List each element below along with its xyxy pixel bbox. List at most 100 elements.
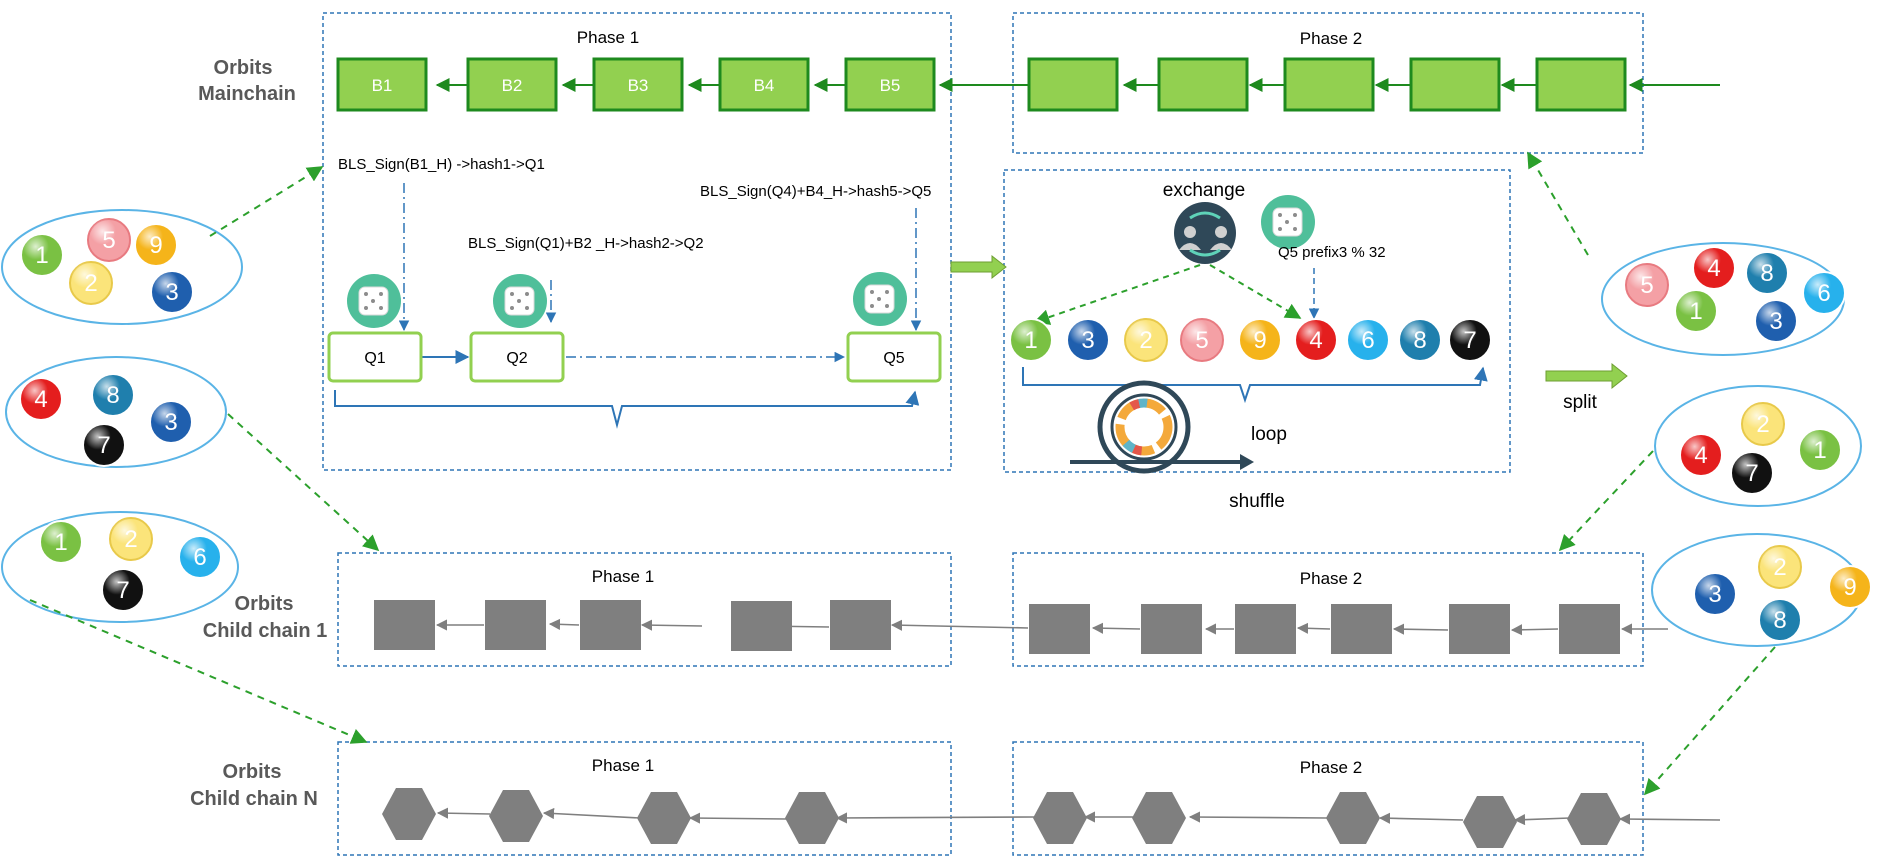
validator-number: 3 [1081, 327, 1094, 354]
main-phase1-title: Phase 1 [577, 28, 639, 47]
child1-label-line2: Child chain 1 [203, 620, 327, 642]
child1-phase1-title: Phase 1 [592, 567, 654, 586]
validator-ball: 8 [1398, 318, 1442, 362]
childN-block [1132, 792, 1186, 844]
validator-ball: 6 [178, 535, 222, 579]
prefix-label: Q5 prefix3 % 32 [1278, 244, 1386, 261]
validator-ball: 8 [1758, 598, 1802, 642]
validator-ball: 1 [1674, 289, 1718, 333]
dice-icon [347, 274, 401, 328]
validator-number: 8 [1413, 327, 1426, 354]
validator-ball: 9 [1828, 565, 1872, 609]
block-p2-4 [1409, 57, 1501, 112]
validator-number: 7 [1463, 327, 1476, 354]
validator-number: 2 [124, 526, 137, 553]
validator-ball: 3 [149, 400, 193, 444]
validator-ball: 1 [39, 520, 83, 564]
circular-loop-icon [1070, 380, 1254, 474]
validator-ball: 5 [1625, 263, 1669, 307]
block-b2 [466, 57, 558, 112]
validator-number: 4 [1694, 442, 1707, 469]
main-phase2-title: Phase 2 [1300, 29, 1362, 48]
child1-label: Orbits Child chain 1 [203, 593, 327, 642]
child1-block [1235, 604, 1296, 654]
childN-block [382, 788, 436, 840]
block-b5 [844, 57, 936, 112]
child1-phase2-frame [1012, 552, 1644, 667]
validator-ball: 7 [101, 568, 145, 612]
childN-phase2-frame [1012, 741, 1644, 856]
validator-ball: 1 [1798, 428, 1842, 472]
validator-ball: 2 [1124, 318, 1168, 362]
main-phase2-frame [1012, 12, 1644, 154]
split-label: split [1563, 392, 1598, 413]
validator-number: 1 [1813, 437, 1826, 464]
block-b3-label: B3 [628, 76, 649, 95]
validator-ball: 6 [1346, 318, 1390, 362]
shuffle-label: shuffle [1229, 491, 1285, 512]
dice-icon [853, 272, 907, 326]
mainchain-label: Orbits Mainchain [198, 57, 296, 105]
validator-number: 9 [1253, 327, 1266, 354]
queue-q5 [846, 331, 942, 383]
phase-transition-arrow [950, 254, 1007, 280]
mainchain-label-line1: Orbits [214, 57, 273, 79]
child1-label-line1: Orbits [235, 593, 294, 615]
block-p2-5 [1535, 57, 1627, 112]
child1-block [1029, 604, 1090, 654]
queue-q1-label: Q1 [364, 350, 385, 367]
block-p2-2 [1157, 57, 1249, 112]
dice-icon [1261, 195, 1315, 249]
main-phase1-frame [322, 12, 952, 471]
childN-phase2-title: Phase 2 [1300, 758, 1362, 777]
child1-phase1-frame [337, 552, 952, 667]
validator-ball: 7 [1448, 318, 1492, 362]
block-b5-label: B5 [880, 76, 901, 95]
child1-block [1331, 604, 1392, 654]
queue-q2 [469, 331, 565, 383]
dice-icon [493, 274, 547, 328]
validator-ball: 4 [1692, 246, 1736, 290]
validator-ball: 7 [1730, 451, 1774, 495]
validator-ball: 6 [1802, 271, 1846, 315]
validator-ball: 2 [1741, 402, 1785, 446]
validator-number: 5 [1640, 272, 1653, 299]
childN-block [489, 790, 543, 842]
validator-number: 1 [35, 242, 48, 269]
validator-number: 5 [1195, 327, 1208, 354]
block-b2-label: B2 [502, 76, 523, 95]
validator-ball: 4 [1294, 318, 1338, 362]
validator-number: 8 [1773, 607, 1786, 634]
child1-block [1559, 604, 1620, 654]
validator-number: 8 [106, 382, 119, 409]
queue-q2-label: Q2 [506, 350, 527, 367]
validator-number: 4 [34, 386, 47, 413]
validator-ball: 2 [69, 261, 113, 305]
child1-block [485, 600, 546, 650]
childN-block [785, 792, 839, 844]
validator-number: 9 [1843, 574, 1856, 601]
sign-text-q2: BLS_Sign(Q1)+B2 _H->hash2->Q2 [468, 235, 704, 252]
childN-phase1-title: Phase 1 [592, 756, 654, 775]
block-b1 [336, 57, 428, 112]
validator-ball: 9 [134, 223, 178, 267]
validator-number: 7 [1745, 460, 1758, 487]
child1-block [580, 600, 641, 650]
child-chain-1 [374, 600, 1668, 654]
childN-block [1033, 792, 1087, 844]
queue-q5-label: Q5 [883, 350, 904, 367]
validator-number: 4 [1309, 327, 1322, 354]
block-b1-label: B1 [372, 76, 393, 95]
split-arrow [1545, 362, 1628, 390]
block-b4-label: B4 [754, 76, 775, 95]
validator-ball: 9 [1238, 318, 1282, 362]
validator-ball: 1 [1009, 318, 1053, 362]
childN-block [1567, 793, 1621, 845]
validator-number: 1 [54, 529, 67, 556]
childN-block [1326, 792, 1380, 844]
mainchain-blocks: B1 B2 B3 B4 B5 [336, 57, 1720, 112]
validator-ball: 3 [1693, 572, 1737, 616]
queue-q1 [327, 331, 423, 383]
